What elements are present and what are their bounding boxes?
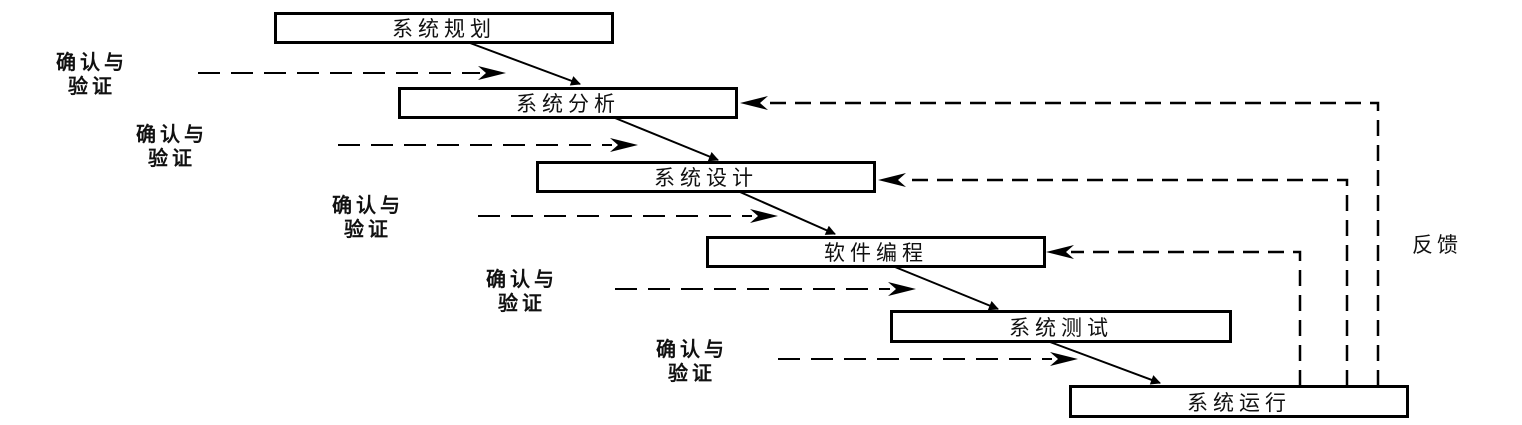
verification-label-line1: 确认与: [656, 337, 728, 361]
verification-label-line1: 确认与: [332, 193, 404, 217]
verification-label-5: 确认与 验证: [622, 337, 762, 385]
verification-arrow-2: [338, 138, 638, 152]
verification-label-line2: 验证: [344, 217, 392, 241]
verification-label-line1: 确认与: [56, 50, 128, 74]
verification-label-3: 确认与 验证: [298, 193, 438, 241]
verification-label-1: 确认与 验证: [22, 50, 162, 98]
stage-box-system-design: 系统设计: [536, 161, 876, 193]
flow-arrow-plan-to-analysis: [469, 42, 581, 86]
stage-box-system-planning: 系统规划: [274, 12, 614, 44]
verification-label-line1: 确认与: [136, 122, 208, 146]
feedback-label: 反馈: [1412, 233, 1462, 257]
stage-box-system-testing: 系统测试: [890, 310, 1232, 343]
verification-arrow-5: [778, 352, 1078, 366]
verification-arrow-4: [615, 282, 916, 296]
verification-arrow-1: [198, 66, 506, 80]
verification-label-line2: 验证: [668, 361, 716, 385]
verification-label-line2: 验证: [68, 74, 116, 98]
feedback-line-to-design: [878, 173, 1349, 386]
stage-box-system-operation: 系统运行: [1069, 385, 1409, 418]
flow-arrow-design-to-programming: [739, 191, 836, 235]
feedback-line-to-programming: [1046, 245, 1302, 386]
verification-label-2: 确认与 验证: [102, 122, 242, 170]
verification-label-4: 确认与 验证: [452, 267, 592, 315]
flow-arrow-testing-to-operation: [1049, 341, 1161, 385]
feedback-line-to-analysis: [740, 96, 1380, 386]
stage-box-system-analysis: 系统分析: [398, 87, 738, 119]
verification-label-line2: 验证: [498, 291, 546, 315]
verification-label-line1: 确认与: [486, 267, 558, 291]
flow-arrow-analysis-to-design: [614, 117, 719, 162]
verification-label-line2: 验证: [148, 146, 196, 170]
flow-arrow-programming-to-testing: [894, 266, 999, 311]
stage-box-software-programming: 软件编程: [706, 236, 1046, 268]
verification-arrow-3: [478, 209, 778, 223]
